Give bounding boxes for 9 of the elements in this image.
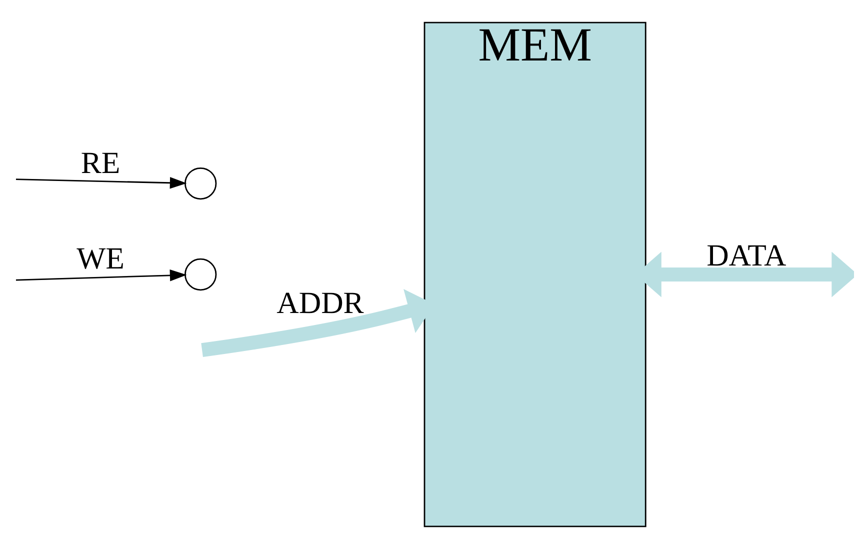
arrow	[15, 269, 186, 281]
node-circle	[184, 166, 216, 200]
edge-label: DATA	[706, 238, 786, 272]
node-box: MEM	[423, 21, 646, 527]
edge-label: ADDR	[276, 286, 364, 320]
arrow	[15, 176, 186, 188]
node-circle	[184, 258, 216, 290]
edge-label: WE	[76, 240, 124, 275]
edge-label: RE	[80, 146, 120, 180]
